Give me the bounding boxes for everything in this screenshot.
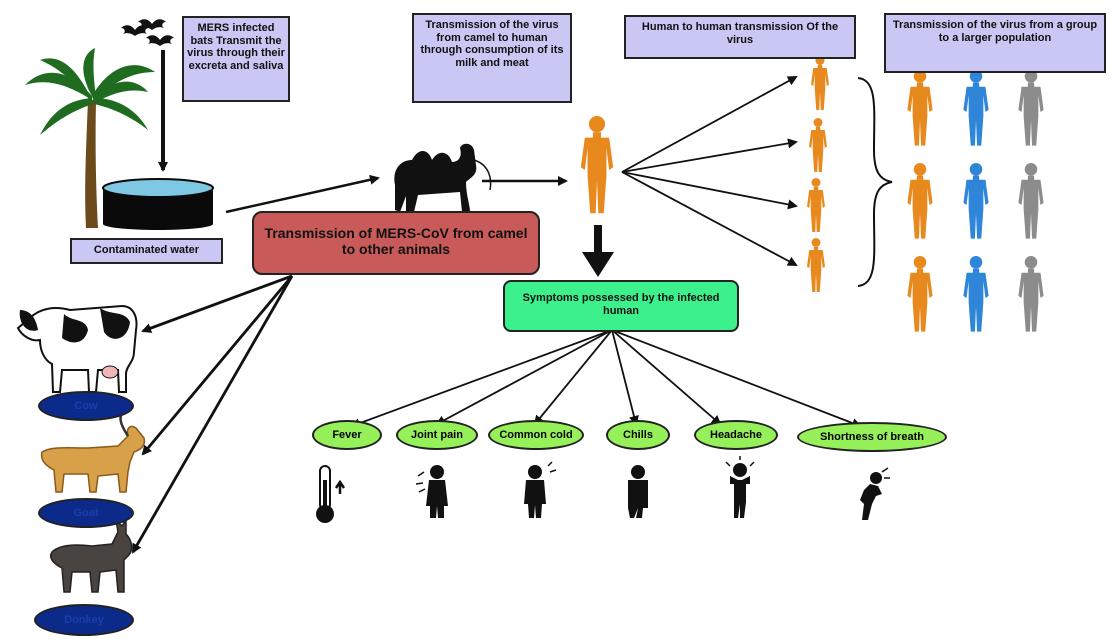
- secondary-humans: [807, 56, 829, 292]
- human-icon: [807, 178, 825, 232]
- water-tank-icon: [102, 178, 214, 230]
- chills-icon: [628, 465, 648, 518]
- human-icon: [907, 70, 933, 146]
- human-to-human-label: Human to human transmission Of the virus: [624, 15, 856, 59]
- thermometer-icon: [316, 465, 346, 523]
- symptom-common-cold: Common cold: [488, 420, 584, 450]
- symptom-headache: Headache: [694, 420, 778, 450]
- animal-label-goat: Goat: [38, 498, 134, 528]
- contaminated-water-label: Contaminated water: [70, 238, 223, 264]
- human-icon: [1018, 163, 1044, 239]
- animal-label-cow: Cow: [38, 391, 134, 421]
- headache-icon: [725, 456, 755, 518]
- arrows-symptoms: [350, 329, 862, 428]
- arrow-human-to-symptoms: [582, 225, 614, 277]
- symptoms-box: Symptoms possessed by the infected human: [503, 280, 739, 332]
- goat-icon: [40, 410, 146, 493]
- bats-icon: [121, 19, 174, 46]
- cow-icon: [16, 304, 138, 393]
- human-icon: [1018, 256, 1044, 332]
- symptom-shortness-of-breath: Shortness of breath: [797, 422, 947, 452]
- human-icon: [907, 163, 933, 239]
- human-icon: [963, 256, 989, 332]
- arrow-water-to-camel: [225, 174, 380, 214]
- arrows-camel-to-animals: [131, 274, 294, 554]
- human-icon: [811, 56, 829, 110]
- symptom-joint-pain: Joint pain: [396, 420, 478, 450]
- group-brace: [857, 77, 893, 287]
- human-icon: [907, 256, 933, 332]
- camel-icon: [394, 143, 492, 212]
- symptom-fever: Fever: [312, 420, 382, 450]
- donkey-icon: [50, 517, 133, 593]
- arrows-human-to-humans: [621, 76, 798, 266]
- animal-label-donkey: Donkey: [34, 604, 134, 636]
- shortness-of-breath-icon: [860, 467, 890, 520]
- infected-human-icon: [580, 116, 614, 214]
- human-icon: [963, 70, 989, 146]
- human-icon: [963, 163, 989, 239]
- human-icon: [1018, 70, 1044, 146]
- camel-to-animals-box: Transmission of MERS-CoV from camel to o…: [252, 211, 540, 275]
- camel-to-human-label: Transmission of the virus from camel to …: [412, 13, 572, 103]
- human-icon: [807, 238, 825, 292]
- joint-pain-icon: [415, 465, 448, 518]
- human-icon: [809, 118, 827, 172]
- common-cold-icon: [524, 461, 557, 518]
- group-transmission-label: Transmission of the virus from a group t…: [884, 13, 1106, 73]
- palm-tree-icon: [25, 48, 155, 228]
- bats-label: MERS infected bats Transmit the virus th…: [182, 16, 290, 102]
- population-grid: [907, 70, 1044, 332]
- symptom-chills: Chills: [606, 420, 670, 450]
